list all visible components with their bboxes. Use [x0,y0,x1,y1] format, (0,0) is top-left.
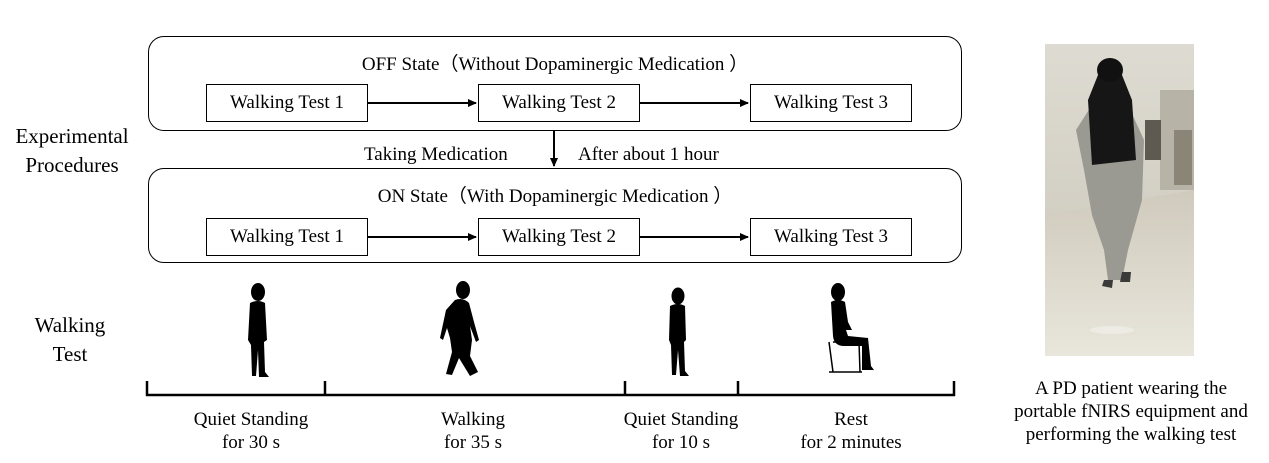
timeline-label-line: for 35 s [443,432,503,453]
caption-line-3: performing the walking test [1025,424,1237,445]
on-state-title: ON State（With Dopaminergic Medication ） [377,186,733,207]
caption-line-2: portable fNIRS equipment and [1014,401,1248,422]
timeline-label-rest-2min: Rest for 2 minutes [766,408,936,454]
after-one-hour-text: After about 1 hour [578,144,719,165]
off-state-panel: OFF State（Without Dopaminergic Medicatio… [148,36,962,131]
timeline-label-line: Rest [834,409,868,430]
taking-medication-text: Taking Medication [364,144,508,165]
experimental-procedures-label: Experimental Procedures [0,122,144,180]
timeline-axis [145,381,956,397]
off-walking-test-2: Walking Test 2 [478,84,640,122]
standing-person-icon [248,283,269,377]
timeline-label-line: for 30 s [221,432,281,453]
on-walking-test-3: Walking Test 3 [750,218,912,256]
timeline-label-quiet-standing-30: Quiet Standing for 30 s [166,408,336,454]
timeline-label-line: Walking [441,409,505,430]
walking-line2: Test [52,342,88,366]
photo-caption: A PD patient wearing the portable fNIRS … [1000,377,1262,446]
walking-test-label: Walking Test [10,311,130,369]
walking-line1: Walking [34,313,106,337]
procedures-line2: Procedures [25,153,119,177]
off-state-title: OFF State（Without Dopaminergic Medicatio… [361,54,749,75]
on-state-panel: ON State（With Dopaminergic Medication ） [148,168,962,263]
timeline-label-walking-35: Walking for 35 s [388,408,558,454]
procedures-line1: Experimental [15,124,129,148]
on-walking-test-1: Walking Test 1 [206,218,368,256]
off-walking-test-3: Walking Test 3 [750,84,912,122]
sitting-person-icon [828,283,874,373]
caption-line-1: A PD patient wearing the [1034,378,1228,399]
on-walking-test-2: Walking Test 2 [478,218,640,256]
standing-person-icon-2 [669,287,689,376]
timeline-label-line: Quiet Standing [623,409,739,430]
timeline-label-line: Quiet Standing [193,409,309,430]
patient-photo [1045,44,1194,356]
off-walking-test-1: Walking Test 1 [206,84,368,122]
timeline-label-line: for 2 minutes [800,432,902,453]
walking-person-icon [440,281,479,376]
timeline-label-line: for 10 s [651,432,711,453]
timeline-label-quiet-standing-10: Quiet Standing for 10 s [596,408,766,454]
